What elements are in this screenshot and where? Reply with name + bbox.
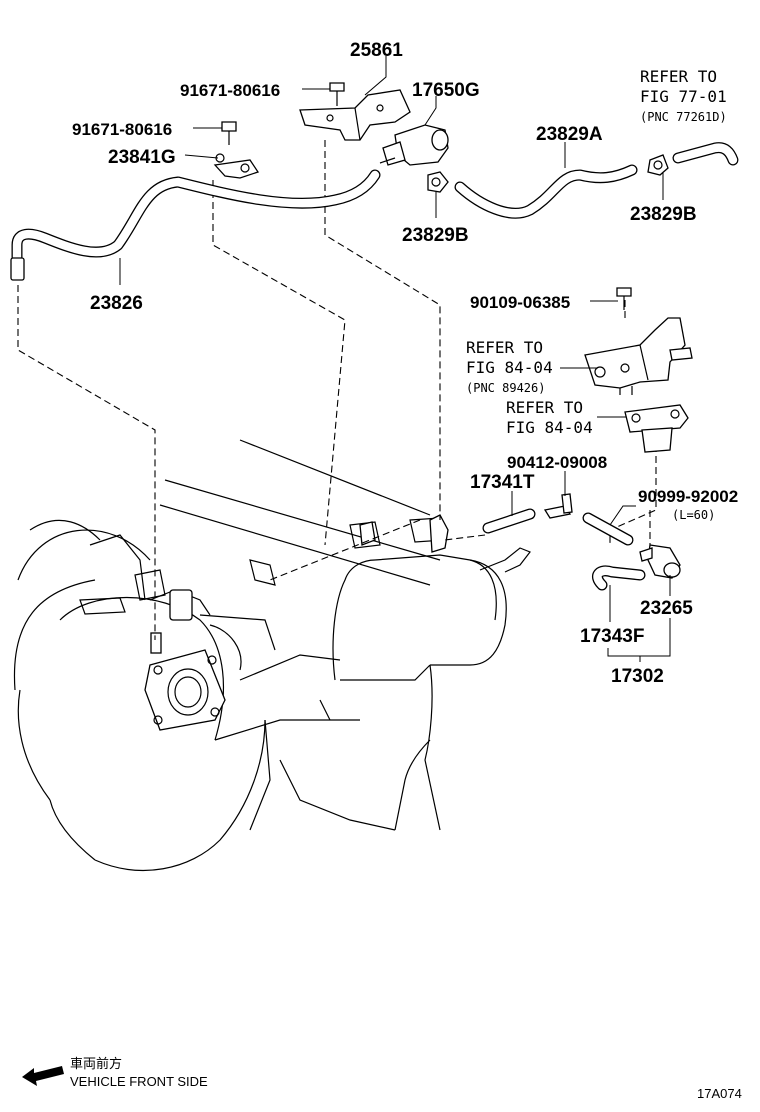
ref-fig84a[interactable]: REFER TO FIG 84-04 (PNC 89426): [466, 338, 553, 395]
label-17650g[interactable]: 17650G: [412, 80, 480, 101]
bracket-25861: [299, 89, 411, 141]
label-17343f[interactable]: 17343F: [580, 626, 644, 647]
label-25861[interactable]: 25861: [350, 40, 403, 61]
ref-fig77-line1: REFER TO: [640, 67, 717, 86]
label-91671-80616-a[interactable]: 91671-80616: [180, 81, 280, 100]
hose-23826: [10, 169, 381, 281]
ref-fig77-line3: (PNC 77261D): [640, 110, 727, 124]
label-91671-80616-b[interactable]: 91671-80616: [72, 120, 172, 139]
hose-90999: [582, 512, 634, 546]
vehicle-front-indicator: 車両前方 VEHICLE FRONT SIDE: [22, 1056, 208, 1089]
bracket-ref84a: [584, 317, 693, 395]
hose-17343f: [592, 565, 646, 591]
label-90109-06385[interactable]: 90109-06385: [470, 293, 570, 312]
label-90999-92002[interactable]: 90999-92002: [638, 487, 738, 506]
part-labels: 25861 91671-80616 17650G 91671-80616 238…: [72, 40, 738, 687]
hose-23829a: [454, 164, 638, 219]
ref-fig84a-line2: FIG 84-04: [466, 358, 553, 377]
ref-fig77-line2: FIG 77-01: [640, 87, 727, 106]
dashed-leaders: [17, 140, 657, 640]
label-23829b-right[interactable]: 23829B: [630, 204, 697, 225]
ref-fig84b-line1: REFER TO: [506, 398, 583, 417]
leader-lines: [119, 56, 671, 662]
label-23826[interactable]: 23826: [90, 293, 143, 314]
ref-fig77[interactable]: REFER TO FIG 77-01 (PNC 77261D): [640, 67, 727, 124]
union-90412: [543, 493, 573, 519]
clips-23829b: [427, 154, 669, 193]
engine-outline: [13, 439, 531, 871]
valve-23265: [639, 544, 681, 579]
label-90999-length: (L=60): [672, 508, 715, 522]
ref-fig84b-line2: FIG 84-04: [506, 418, 593, 437]
label-90412-09008[interactable]: 90412-09008: [507, 453, 607, 472]
label-23829a[interactable]: 23829A: [536, 124, 603, 145]
label-23265[interactable]: 23265: [640, 598, 693, 619]
hose-17341t: [482, 508, 536, 534]
hose-ref77: [672, 142, 739, 166]
front-label-en: VEHICLE FRONT SIDE: [70, 1074, 208, 1089]
vsv-17650g: [379, 124, 449, 166]
label-17341t[interactable]: 17341T: [470, 472, 535, 493]
bolts: [221, 82, 632, 310]
arrow-left-icon: [22, 1066, 64, 1086]
ref-fig84b[interactable]: REFER TO FIG 84-04: [506, 398, 593, 437]
ref-fig84a-line1: REFER TO: [466, 338, 543, 357]
label-23829b-left[interactable]: 23829B: [402, 225, 469, 246]
part-ref84b: [624, 404, 689, 453]
front-label-jp: 車両前方: [70, 1056, 122, 1071]
label-23841g[interactable]: 23841G: [108, 147, 176, 168]
ref-fig84a-line3: (PNC 89426): [466, 381, 545, 395]
clip-23841g: [213, 153, 260, 179]
figure-code: 17A074: [697, 1086, 742, 1101]
label-17302[interactable]: 17302: [611, 666, 664, 687]
